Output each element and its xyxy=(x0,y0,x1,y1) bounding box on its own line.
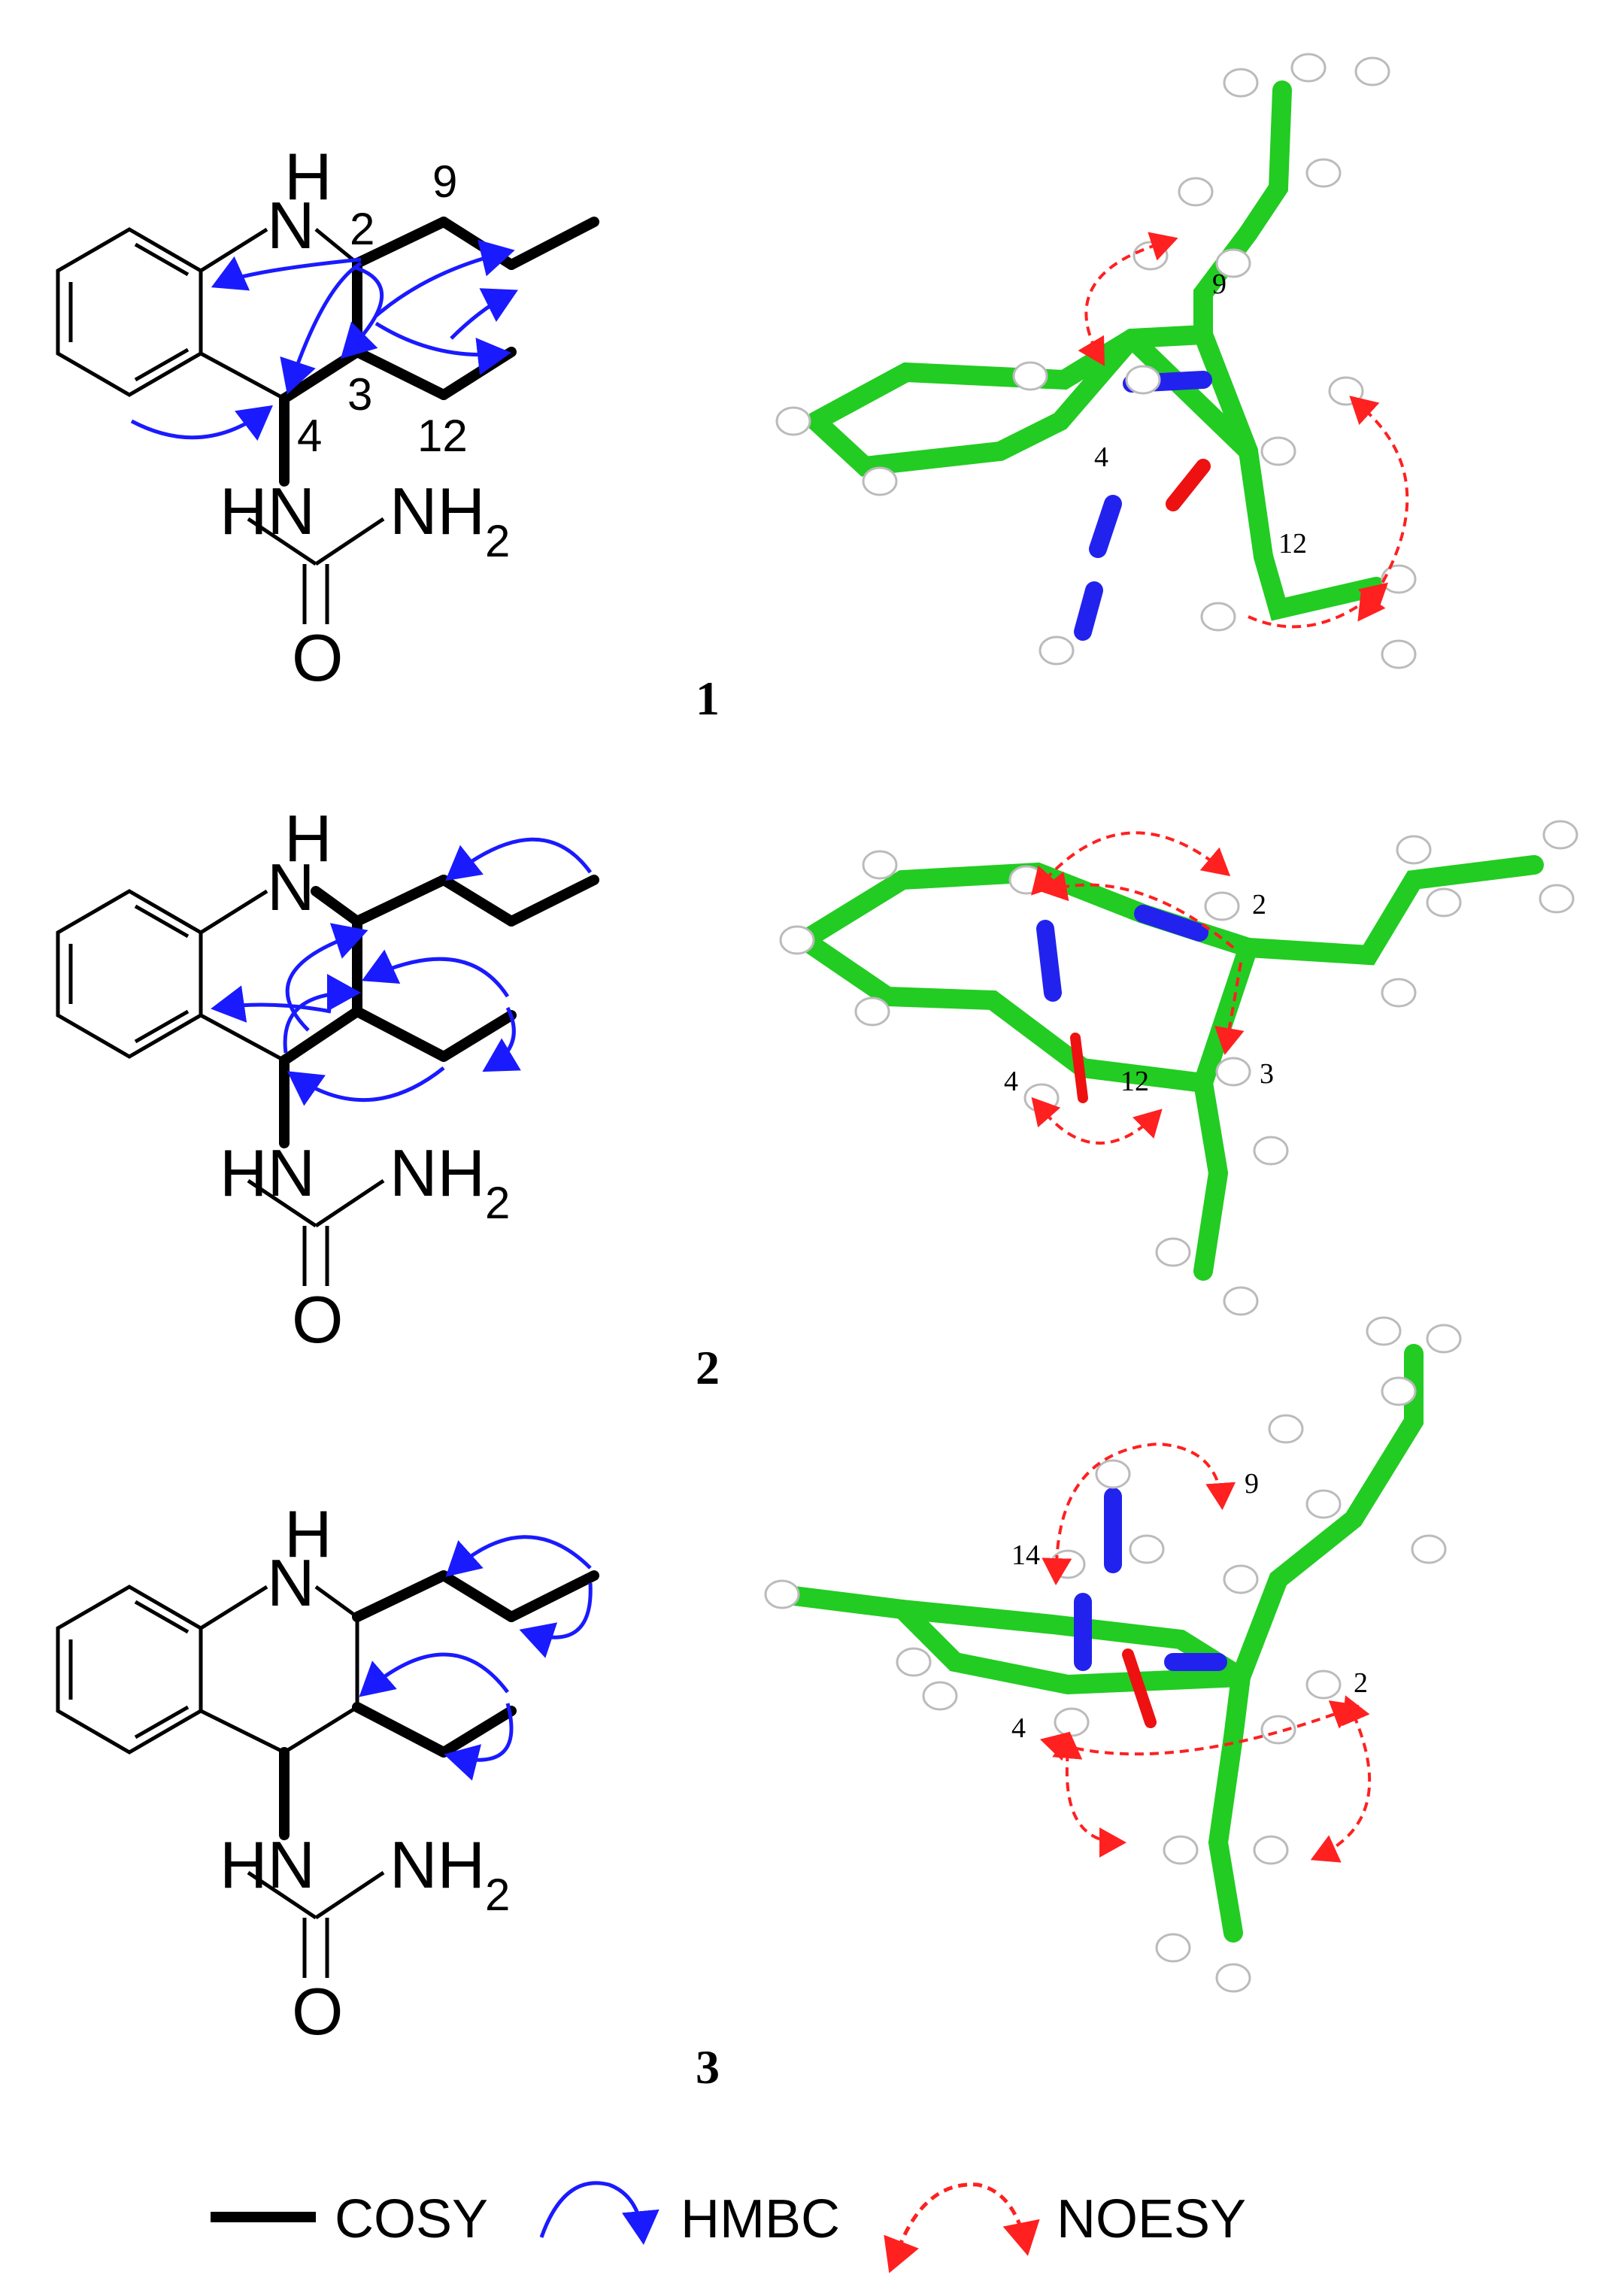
nh-n-label: N xyxy=(267,188,315,262)
compound-2-number: 2 xyxy=(696,1341,720,1394)
locant-12: 12 xyxy=(417,411,468,461)
nh-n-label: N xyxy=(267,1545,315,1620)
benzene-ring xyxy=(56,1585,203,1755)
model-locant-9: 9 xyxy=(1245,1468,1259,1500)
legend: COSY HMBC NOESY xyxy=(211,2181,1246,2273)
oxygen-label: O xyxy=(292,1282,343,1357)
compound-3-structure: H N HN NH 2 O xyxy=(56,1497,599,2049)
hn-label: HN xyxy=(220,474,315,548)
legend-noesy: NOESY xyxy=(1057,2189,1246,2249)
compound-3-number: 3 xyxy=(696,2040,720,2094)
noesy-legend-arrow xyxy=(884,2182,1040,2273)
compound-1-number: 1 xyxy=(696,672,720,725)
nh-h-label: H xyxy=(284,1497,332,1571)
benzene-ring xyxy=(56,889,203,1059)
model-locant-4: 4 xyxy=(1011,1712,1026,1744)
model-locant-4: 4 xyxy=(1094,441,1108,473)
hmbc-legend-arrow xyxy=(539,2181,659,2245)
locant-4: 4 xyxy=(297,411,322,461)
model-locant-12: 12 xyxy=(1120,1066,1149,1097)
nh2-subscript: 2 xyxy=(485,1870,510,1920)
noesy-arrows xyxy=(1031,831,1245,1145)
legend-hmbc: HMBC xyxy=(681,2189,840,2249)
oxygen-label: O xyxy=(292,1974,343,2049)
model-locant-2: 2 xyxy=(1252,889,1266,921)
nh2-label: NH xyxy=(390,474,485,548)
legend-cosy: COSY xyxy=(335,2189,488,2249)
benzene-ring xyxy=(56,227,203,397)
noesy-arrows xyxy=(1078,232,1409,629)
nh2-subscript: 2 xyxy=(485,1178,510,1228)
locant-2: 2 xyxy=(350,204,374,254)
oxygen-label: O xyxy=(292,620,343,695)
model-locant-2: 2 xyxy=(1354,1667,1368,1699)
model-locant-14: 14 xyxy=(1011,1539,1040,1571)
compound-2-structure: H N HN NH 2 O xyxy=(56,801,599,1357)
noesy-arrows xyxy=(1039,1442,1372,1863)
nh-h-label: H xyxy=(284,801,332,875)
model-locant-9: 9 xyxy=(1212,268,1226,300)
hn-label: HN xyxy=(220,1827,315,1902)
cosy-bonds xyxy=(279,1570,599,1840)
hmbc-arrows xyxy=(359,1535,593,1781)
locant-3: 3 xyxy=(347,369,372,420)
nh-n-label: N xyxy=(267,850,315,924)
nh2-label: NH xyxy=(390,1827,485,1902)
cosy-bonds xyxy=(279,875,599,1148)
nh2-label: NH xyxy=(390,1136,485,1210)
hn-label: HN xyxy=(220,1136,315,1210)
compound-2-model: 2 4 12 3 xyxy=(779,820,1578,1316)
compound-1-structure: H N HN NH 2 O 9 2 3 4 12 xyxy=(56,139,599,695)
nh2-subscript: 2 xyxy=(485,516,510,566)
compound-3-model: 9 14 2 4 xyxy=(764,1316,1462,1993)
model-locant-12: 12 xyxy=(1278,528,1307,560)
nh-h-label: H xyxy=(284,139,332,214)
compound-1-model: 9 4 12 xyxy=(775,53,1417,669)
model-locant-4: 4 xyxy=(1004,1066,1018,1097)
hmbc-arrows xyxy=(211,837,593,1106)
locant-9: 9 xyxy=(432,156,457,207)
model-locant-3: 3 xyxy=(1260,1058,1274,1090)
hmbc-arrows xyxy=(130,239,518,441)
